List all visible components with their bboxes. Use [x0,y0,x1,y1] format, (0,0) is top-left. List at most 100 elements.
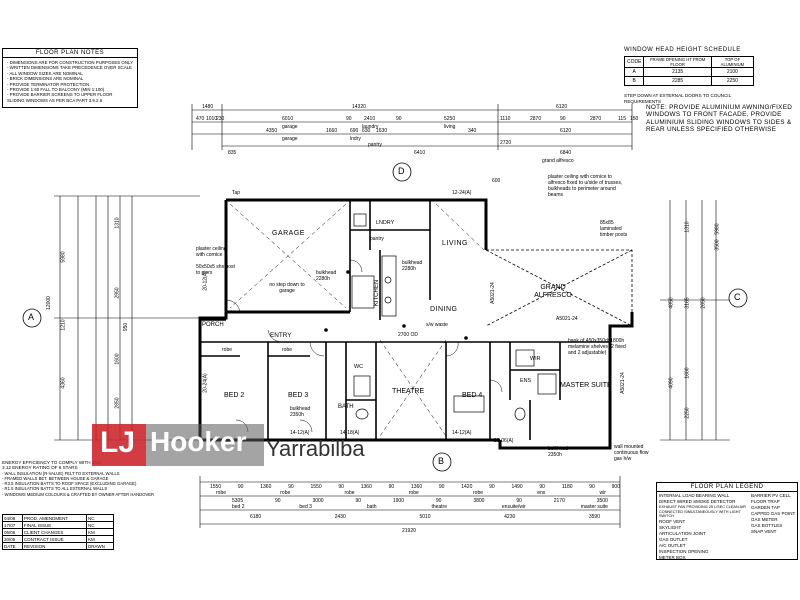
annotation: plaster ceiling with cornice to alfresco… [548,174,623,198]
annotation: no step down to garage [269,282,305,294]
legend-item: SKYLIGHT [659,524,682,530]
energy-item: - R3.5 INSULATION BATTS TO ROOF SPACE (E… [2,481,137,487]
dim-text: 90 [275,498,281,504]
dim-text: 5250 [444,116,456,122]
dim-sub: wir [599,490,606,496]
dim-text: 5305 [232,498,244,504]
bottom-dims-row1-sub: robe robe robe robe robe ens wir [216,490,606,496]
dim-text: 900 [611,484,620,490]
legend-columns: INTERNAL LOAD BEARING WALL DIRECT WIRED … [657,492,797,562]
floor-plan-notes-list: - DIMENSIONS ARE FOR CONSTRUCTION PURPOS… [3,58,137,105]
dim-text: 2170 [553,498,565,504]
dim-text: 150 [630,116,639,122]
dim-text: 90 [355,498,361,504]
dim-sub: pantry [368,142,382,148]
dim-text: 5010 [419,514,431,520]
dim-text: 950 [123,322,130,332]
rev-desc: CONTRACT ISSUE [21,535,88,543]
dim-text: 90 [346,116,352,122]
note-item: - DIMENSIONS ARE FOR CONSTRUCTION PURPOS… [7,60,134,65]
schedule-cell: 2250 [710,76,755,86]
dim-text: 3165 [684,297,691,309]
dim-text: 90 [237,484,244,490]
dim-text: 1600 [684,367,691,379]
room-bath: BATH [338,404,354,410]
dim-text: 1360 [360,484,372,490]
dim-text: 2720 [500,140,512,146]
energy-item: - WALL INSULATION (R-VALUE) FELT TO EXTE… [2,470,120,476]
dim-text: 2410 [364,116,376,122]
dim-sub: living [444,124,456,130]
room-dining: DINING [430,306,458,313]
dim-text: 1660 [326,128,338,134]
room-ens: ENS [520,378,532,384]
dim-text: 1550 [310,484,322,490]
legend-item: SNAP VENT [751,529,777,534]
floor-plan-legend: FLOOR PLAN LEGEND INTERNAL LOAD BEARING … [656,482,798,560]
annotation: A5021-24 [556,316,578,322]
legend-item: DIRECT WIRED SMOKE DETECTOR [659,499,736,504]
rev-date: 04/08 [2,514,23,522]
floor-plan-notes-title: FLOOR PLAN NOTES [3,49,137,58]
room-pantry: pantry [370,236,384,242]
awning-note: NOTE: PROVIDE ALUMINIUM AWNING/FIXED WIN… [646,104,793,134]
dim-sub: garage [282,124,298,130]
dim-text: 115 [618,116,626,122]
dim-text: 1900 [392,498,404,504]
bottom-dims-row1: 1550 90 1360 90 1550 90 1360 90 1360 90 … [210,484,620,490]
dim-text: 90 [388,484,395,490]
dim-text: 6180 [250,514,262,520]
dim-text: 5980 [60,251,67,263]
dim-text: 90 [516,498,522,504]
annotation: 2700 OD [398,332,419,338]
dim-text: 1630 [376,128,388,134]
dim-text: 90 [288,484,294,490]
dim-text: 1310 [114,217,121,229]
dim-text: 630 [362,128,371,134]
annotation: 14-18(A) [340,430,360,436]
note-item: - ALL WINDOW SIZES ARE NOMINAL [7,70,83,76]
dim-sub: grand alfresco [542,158,574,164]
annotation: Tap [232,190,241,196]
annotation: 20-12(A) [202,271,209,291]
dim-text: 14320 [352,104,366,110]
room-wc: WC [354,364,363,370]
dim-text: 3500 [596,498,608,504]
annotation: 14-12(A) [290,430,310,436]
room-bed2: BED 2 [224,392,245,399]
energy-item: - FRAMED WALLS BET. BETWEEN HOUSE & GARA… [2,476,109,482]
annotation: 50x50x5 shs post to piers [196,264,235,276]
rev-date: 20/05 [2,535,23,543]
room-living: LIVING [442,240,468,247]
dim-text: 340 [468,128,477,134]
dim-text: 2870 [530,116,542,122]
dim-sub: bed 2 [232,504,245,510]
dim-text: 6840 [560,150,572,156]
note-item: - BRICK DIMENSIONS ARE NOMINAL [7,76,84,82]
dim-overall: 21920 [402,528,416,534]
annotation: 20-06(A) [494,438,514,444]
dim-sub: robe [280,490,291,496]
dim-text: 90 [589,484,595,490]
legend-item: BARRIER PV CELL [751,493,791,498]
dim-text: 1110 [500,116,511,122]
note-item: - PROVIDE 1:60 FALL TO BALCONY (MIN 1:10… [7,87,105,93]
dim-text: 2430 [334,514,346,520]
dim-text: 230 [216,116,225,122]
dim-sub: bath [366,504,377,510]
legend-title: FLOOR PLAN LEGEND [657,483,797,492]
dim-text: 1180 [561,484,573,490]
dim-sub: theatre [431,504,448,510]
annotation: bulkhead 2280h [402,260,423,272]
dim-text: 90 [438,484,445,490]
dim-sub: lndry [350,136,361,142]
dim-text: 4230 [504,514,516,520]
dim-text: 90 [338,484,344,490]
room-kitchen: KITCHEN [374,279,381,307]
annotation: 14-12(A) [452,430,472,436]
room-bed3: BED 3 [288,392,309,399]
annotation: bank of 450x350dx1800h melamine shelves … [568,338,626,356]
annotation: bulkhead 2350h [548,446,569,458]
dim-text: 2950 [114,287,121,299]
dim-text: 1550 [210,484,222,490]
